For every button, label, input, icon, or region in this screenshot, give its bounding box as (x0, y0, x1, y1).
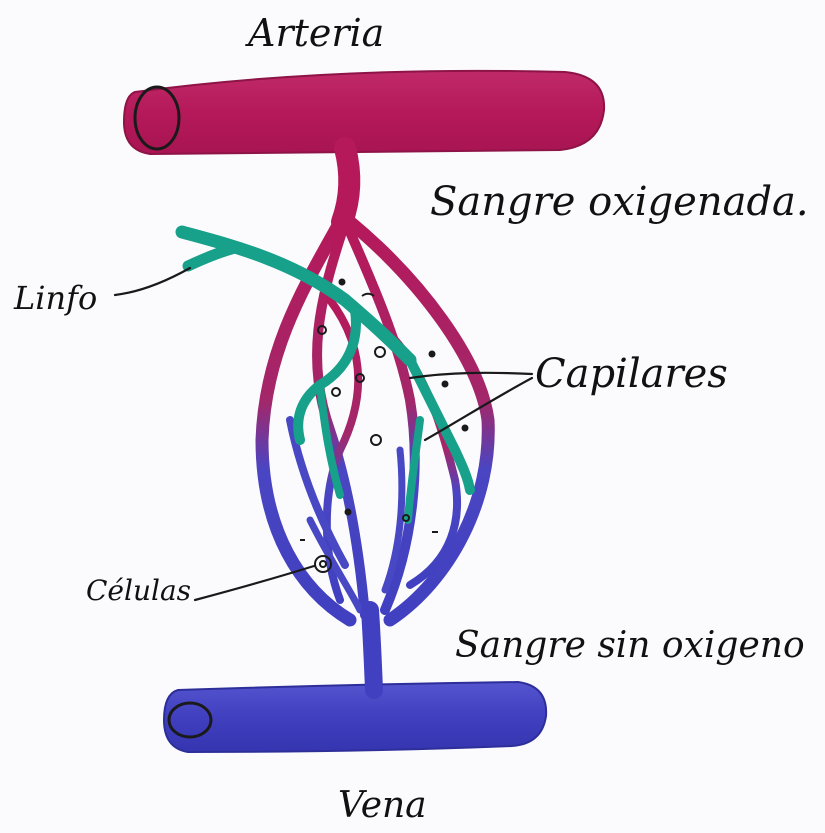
leader-lymph (115, 268, 190, 295)
leader-cells (195, 566, 314, 600)
label-oxygenated-blood: Sangre oxigenada. (430, 182, 809, 222)
label-cells: Células (86, 577, 191, 605)
label-lymph: Linfo (14, 282, 97, 314)
label-deoxygenated-blood: Sangre sin oxigeno (455, 628, 805, 664)
artery-vessel (124, 71, 604, 154)
label-artery: Arteria (248, 14, 384, 52)
label-capillaries: Capilares (535, 354, 728, 394)
vein-vessel (164, 682, 546, 752)
label-vein: Vena (338, 788, 427, 824)
